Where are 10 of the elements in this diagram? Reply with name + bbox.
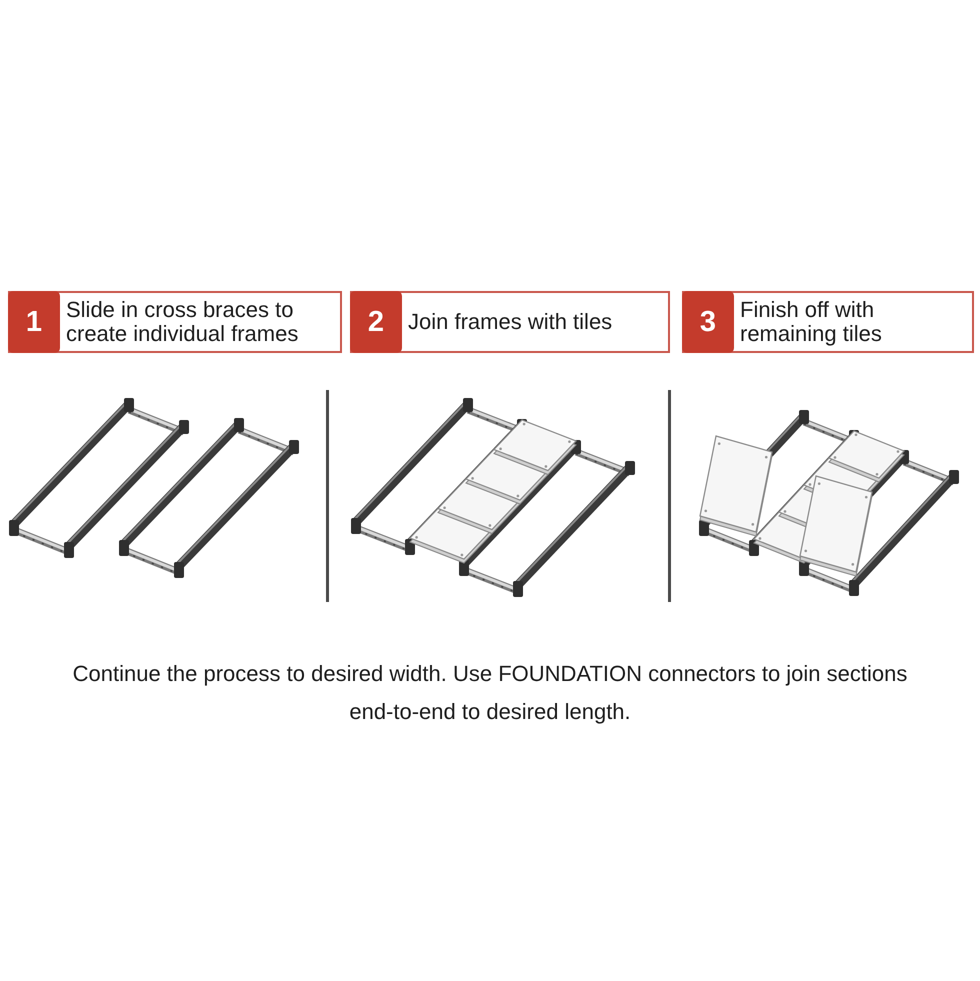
step-number-badge: 1 bbox=[8, 291, 60, 353]
step-card bbox=[8, 291, 342, 353]
step-instruction: Join frames with tiles bbox=[407, 310, 614, 334]
caption: Continue the process to desired width. Use FOUNDATION connectors to join sections end-to-end to desired length. bbox=[72, 660, 908, 726]
step-card bbox=[350, 291, 670, 353]
step-number-badge: 3 bbox=[682, 291, 734, 353]
step-instruction: Slide in cross braces to create individual frames bbox=[65, 298, 300, 346]
step-card bbox=[682, 291, 974, 353]
step-instruction: Finish off with remaining tiles bbox=[739, 298, 883, 346]
step-number-badge: 2 bbox=[350, 291, 402, 353]
